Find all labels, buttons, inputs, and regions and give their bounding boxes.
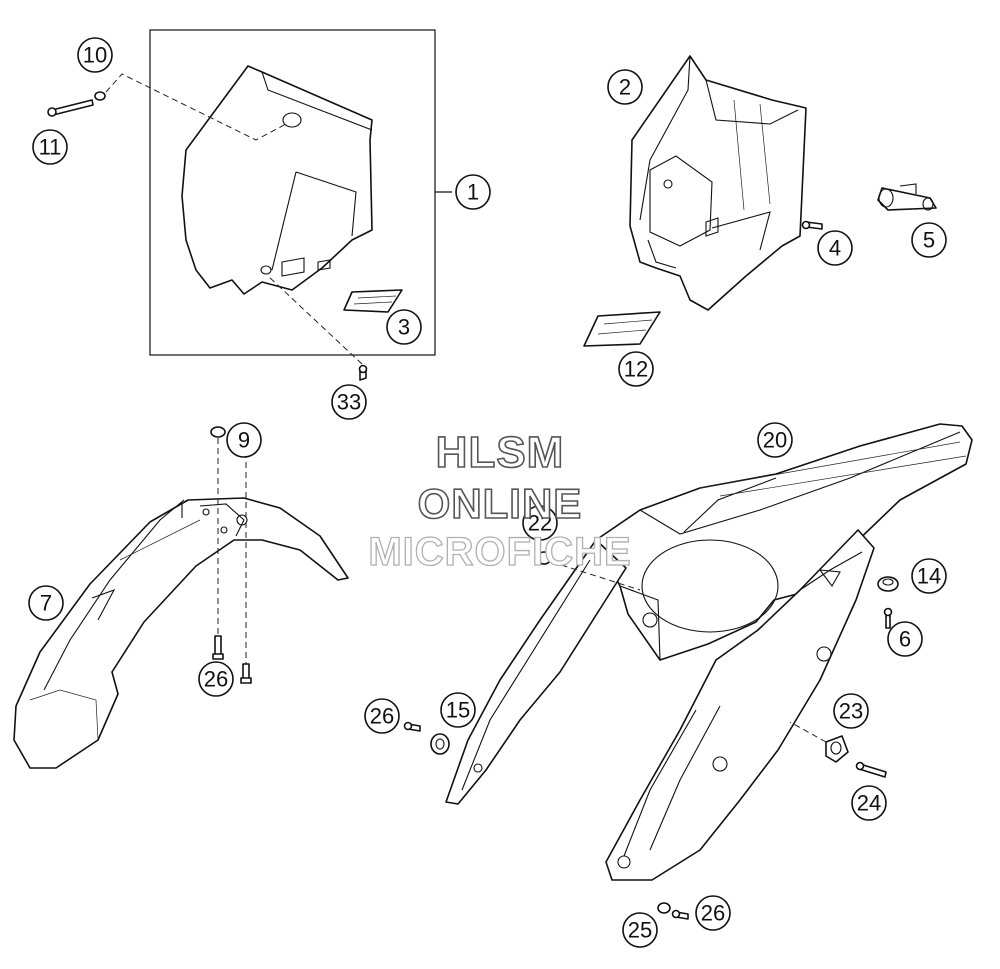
- svg-text:2: 2: [619, 75, 631, 100]
- svg-text:26: 26: [370, 704, 394, 729]
- callout-3[interactable]: 3: [386, 309, 422, 345]
- svg-text:14: 14: [917, 564, 941, 589]
- washer-25[interactable]: [657, 902, 671, 914]
- headlight-sticker[interactable]: [583, 311, 661, 347]
- front-number-plate[interactable]: [181, 65, 373, 295]
- callout-33[interactable]: 33: [331, 384, 367, 420]
- svg-text:3: 3: [398, 315, 410, 340]
- svg-text:11: 11: [39, 135, 62, 160]
- side-panel-right[interactable]: [605, 529, 875, 881]
- leader-23-fender: [789, 721, 827, 743]
- svg-text:20: 20: [763, 428, 787, 453]
- callout-5[interactable]: 5: [911, 222, 947, 258]
- svg-text:26: 26: [701, 901, 725, 926]
- screw-4[interactable]: [801, 220, 823, 230]
- callout-26-fender[interactable]: 26: [198, 661, 234, 697]
- callout-12[interactable]: 12: [618, 351, 654, 387]
- svg-text:5: 5: [923, 228, 935, 253]
- spacer-15[interactable]: [430, 733, 450, 755]
- callout-20[interactable]: 20: [757, 422, 793, 458]
- leader-22-fender: [551, 561, 641, 591]
- headlight-mask[interactable]: [629, 55, 807, 311]
- screw-6[interactable]: [883, 607, 893, 629]
- front-fender[interactable]: [13, 497, 349, 769]
- screw-24[interactable]: [855, 761, 887, 778]
- callout-10[interactable]: 10: [77, 37, 113, 73]
- callout-2[interactable]: 2: [607, 69, 643, 105]
- svg-text:25: 25: [628, 918, 652, 943]
- svg-text:22: 22: [528, 511, 552, 536]
- svg-text:15: 15: [446, 698, 470, 723]
- number-plate-sticker[interactable]: [343, 289, 403, 313]
- svg-text:26: 26: [204, 667, 228, 692]
- bolt-26-fender-a[interactable]: [212, 635, 224, 660]
- rear-fender[interactable]: [595, 423, 973, 661]
- watermark-line-3: MICROFICHE: [368, 529, 632, 574]
- svg-text:4: 4: [829, 236, 841, 261]
- callout-26-bottom[interactable]: 26: [695, 895, 731, 931]
- svg-text:6: 6: [899, 627, 911, 652]
- callout-14[interactable]: 14: [911, 558, 947, 594]
- screw-33[interactable]: [358, 364, 368, 381]
- svg-text:12: 12: [624, 357, 648, 382]
- svg-text:24: 24: [857, 791, 881, 816]
- svg-text:1: 1: [467, 180, 479, 205]
- callout-23[interactable]: 23: [833, 693, 869, 729]
- callout-11[interactable]: 11: [32, 129, 68, 165]
- callout-1[interactable]: 1: [455, 174, 491, 210]
- washer-9-left[interactable]: [210, 426, 226, 438]
- side-panel-left[interactable]: [445, 539, 627, 805]
- leader-33-plate: [267, 275, 363, 365]
- svg-text:10: 10: [83, 43, 107, 68]
- svg-text:9: 9: [238, 428, 250, 453]
- watermark-line-2: ONLINE: [417, 479, 583, 528]
- callout-6[interactable]: 6: [887, 621, 923, 657]
- washer-10[interactable]: [94, 91, 106, 101]
- callout-24[interactable]: 24: [851, 785, 887, 821]
- callout-4[interactable]: 4: [817, 230, 853, 266]
- grommet-14[interactable]: [877, 576, 899, 592]
- screw-26-bottom[interactable]: [671, 909, 689, 920]
- callout-26-left[interactable]: 26: [364, 698, 400, 734]
- leader-10-plate: [105, 73, 287, 141]
- svg-text:7: 7: [40, 591, 52, 616]
- callout-25[interactable]: 25: [622, 912, 658, 948]
- grommet-22[interactable]: [536, 551, 552, 565]
- callout-7[interactable]: 7: [28, 585, 64, 621]
- watermark-line-1: HLSM: [435, 427, 565, 478]
- bolt-26-fender-b[interactable]: [240, 663, 252, 684]
- bushing-23[interactable]: [825, 735, 849, 763]
- screw-11[interactable]: [47, 99, 94, 117]
- svg-text:33: 33: [337, 390, 361, 415]
- callout-9[interactable]: 9: [226, 422, 262, 458]
- svg-text:23: 23: [839, 699, 863, 724]
- rubber-strap-5[interactable]: [877, 183, 937, 211]
- callout-22[interactable]: 22: [522, 505, 558, 541]
- callout-15[interactable]: 15: [440, 692, 476, 728]
- screw-26-left[interactable]: [403, 721, 421, 732]
